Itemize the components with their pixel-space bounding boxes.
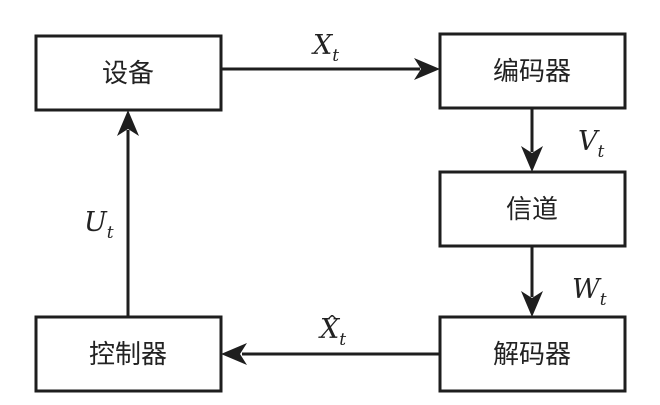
node-channel: 信道 bbox=[438, 170, 627, 248]
device-label: 设备 bbox=[102, 59, 154, 89]
arrowhead-up-icon bbox=[117, 110, 139, 136]
encoder-label: 编码器 bbox=[493, 57, 571, 87]
decoder-label: 解码器 bbox=[493, 340, 571, 370]
controller-box bbox=[34, 315, 223, 393]
edge-label-x: Xt bbox=[311, 30, 339, 66]
edge-controller-to-device: Ut bbox=[84, 110, 139, 317]
edge-label-u: Ut bbox=[84, 207, 114, 243]
edge-decoder-to-controller: Xt ^ bbox=[221, 312, 440, 365]
arrowhead-left-icon bbox=[221, 343, 247, 365]
arrowhead-down-icon bbox=[521, 291, 543, 317]
encoder-box bbox=[438, 32, 627, 110]
edge-label-w: Wt bbox=[572, 274, 607, 310]
decoder-box bbox=[438, 315, 627, 393]
hat-accent-icon: ^ bbox=[325, 312, 339, 332]
edge-label-v: Vt bbox=[578, 126, 605, 162]
arrowhead-right-icon bbox=[414, 58, 440, 80]
node-controller: 控制器 bbox=[34, 315, 223, 393]
edge-channel-to-decoder: Wt bbox=[521, 246, 607, 317]
node-decoder: 解码器 bbox=[438, 315, 627, 393]
device-box bbox=[34, 34, 223, 112]
controller-label: 控制器 bbox=[89, 340, 167, 370]
edge-device-to-encoder: Xt bbox=[221, 30, 440, 80]
node-device: 设备 bbox=[34, 34, 223, 112]
edge-label-xhat: Xt bbox=[318, 314, 346, 350]
channel-label: 信道 bbox=[506, 195, 558, 225]
arrowhead-down-icon bbox=[521, 146, 543, 172]
node-encoder: 编码器 bbox=[438, 32, 627, 110]
edge-encoder-to-channel: Vt bbox=[521, 108, 605, 172]
